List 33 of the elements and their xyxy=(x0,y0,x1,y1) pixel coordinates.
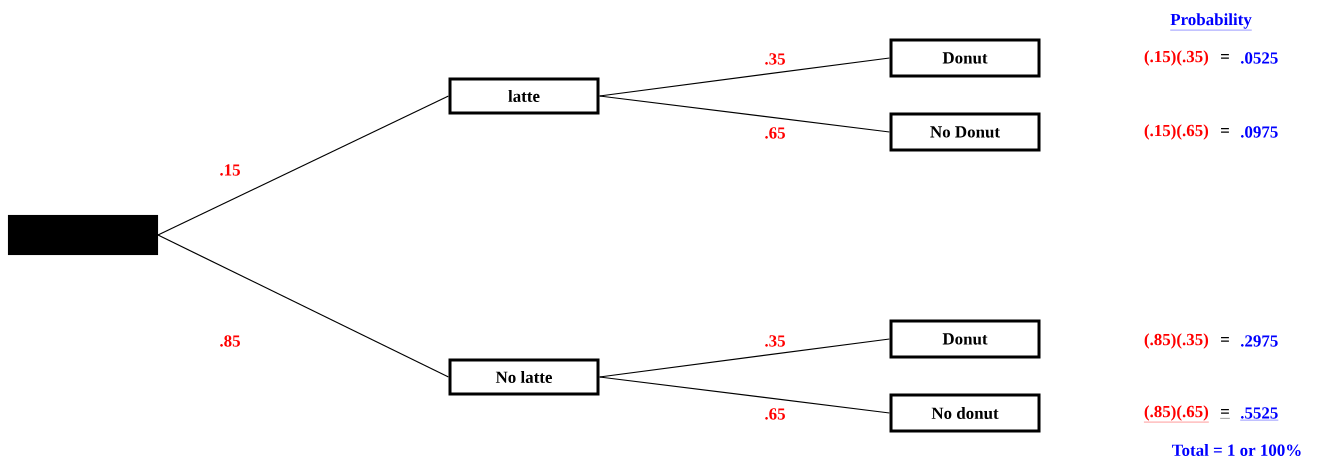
connector-line xyxy=(598,95,891,133)
state-box: No latte xyxy=(448,358,600,396)
probability-text: .5525 xyxy=(1240,407,1279,421)
edge-label: .35 xyxy=(765,53,785,65)
edge-label: .85 xyxy=(220,335,240,347)
probability-text: (.15)(.35) xyxy=(1144,50,1209,66)
state-box: No Donut xyxy=(889,112,1041,152)
probability-text: (.15)(.65) xyxy=(1144,124,1209,140)
connector-line xyxy=(157,95,450,236)
probability-text: .2975 xyxy=(1240,335,1278,347)
connector-line xyxy=(157,234,450,378)
state-box: No donut xyxy=(889,393,1041,433)
edge-label: .15 xyxy=(220,164,240,176)
connector-line xyxy=(598,57,891,97)
probability-text: = xyxy=(1221,337,1229,342)
heading: Probability xyxy=(1170,13,1252,31)
state-box: latte xyxy=(448,77,600,115)
total-text: Total = 1 or 100% xyxy=(1172,444,1301,456)
probability-text: .0975 xyxy=(1240,126,1278,138)
edge-label: .65 xyxy=(765,408,785,420)
edge-label: .35 xyxy=(765,335,785,347)
probability-text: (.85)(.65) xyxy=(1143,405,1209,423)
probability-text: (.85)(.35) xyxy=(1144,333,1209,349)
filled-box xyxy=(7,214,159,256)
probability-text: = xyxy=(1220,409,1231,419)
state-box: Donut xyxy=(889,38,1041,78)
probability-text: = xyxy=(1221,54,1229,59)
probability-text: .0525 xyxy=(1240,52,1278,64)
edge-label: .65 xyxy=(765,127,785,139)
probability-text: = xyxy=(1221,128,1229,133)
connector-line xyxy=(598,376,891,414)
state-box: Donut xyxy=(889,319,1041,359)
connector-line xyxy=(598,338,891,378)
